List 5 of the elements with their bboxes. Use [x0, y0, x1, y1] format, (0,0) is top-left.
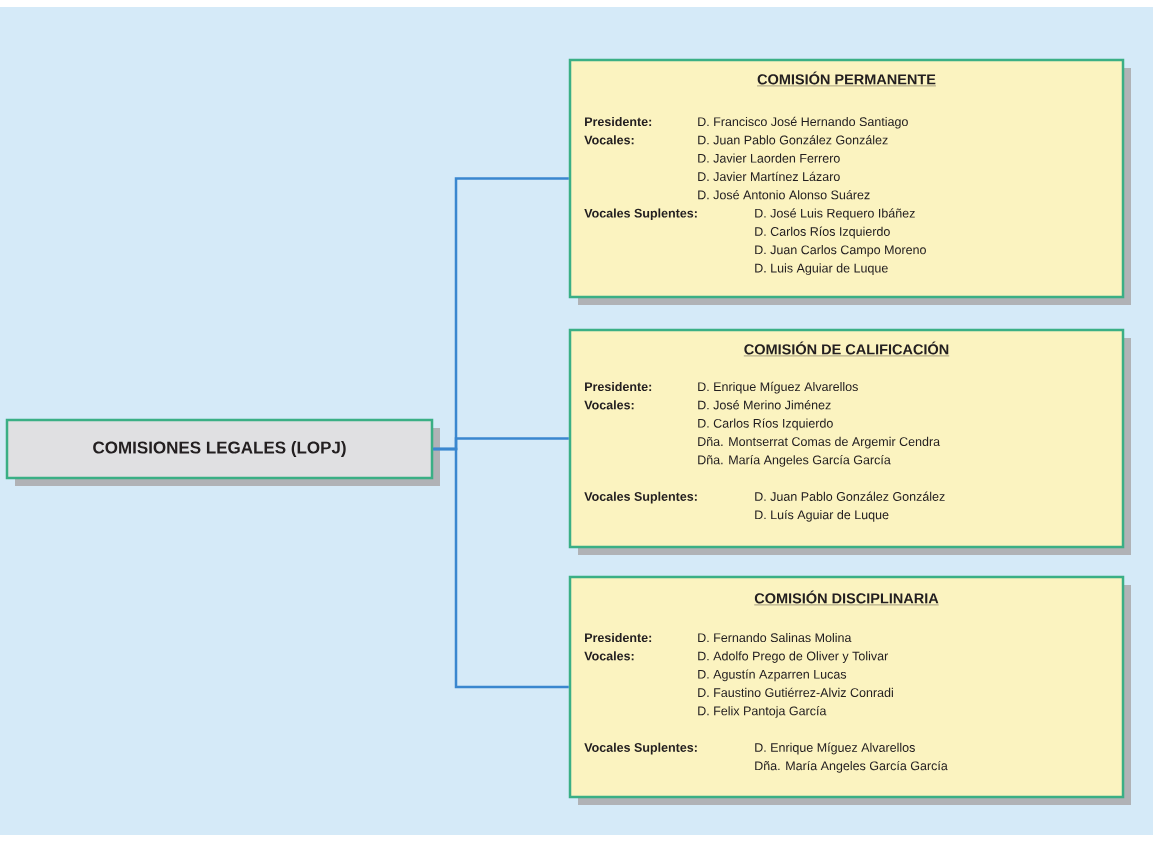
- committee-box: COMISIÓN DISCIPLINARIA Presidente: D. Fernando Salinas Molina Vocales: D. Adolfo Prego de Oliver y Tolivar D. Agustín Azparren Lucas D. Faustino Gutiérrez-Alviz Conradi D. Felix Pantoja García Vocales Suplentes: D. Enrique Míguez Alvarellos Dña. María Angeles García García: [568, 575, 1131, 805]
- committee-box: COMISIÓN PERMANENTE Presidente: D. Francisco José Hernando Santiago Vocales: D. Juan Pablo González González D. Javier Laorden Ferrero D. Javier Martínez Lázaro D. José Antonio Alonso Suárez Vocales Suplentes: D. José Luis Requero Ibáñez D. Carlos Ríos Izquierdo D. Juan Carlos Campo Moreno D. Luis Aguiar de Luque: [568, 58, 1131, 305]
- committee-box: COMISIÓN DE CALIFICACIÓN Presidente: D. Enrique Míguez Alvarellos Vocales: D. José Merino Jiménez D. Carlos Ríos Izquierdo Dña. Montserrat Comas de Argemir Cendra Dña. María Angeles García García Vocales Suplentes: D. Juan Pablo González González D. Luís Aguiar de Luque: [568, 328, 1131, 555]
- connector-line: [433, 447, 569, 689]
- category-box: COMISIONES LEGALES (LOPJ): [5, 418, 440, 486]
